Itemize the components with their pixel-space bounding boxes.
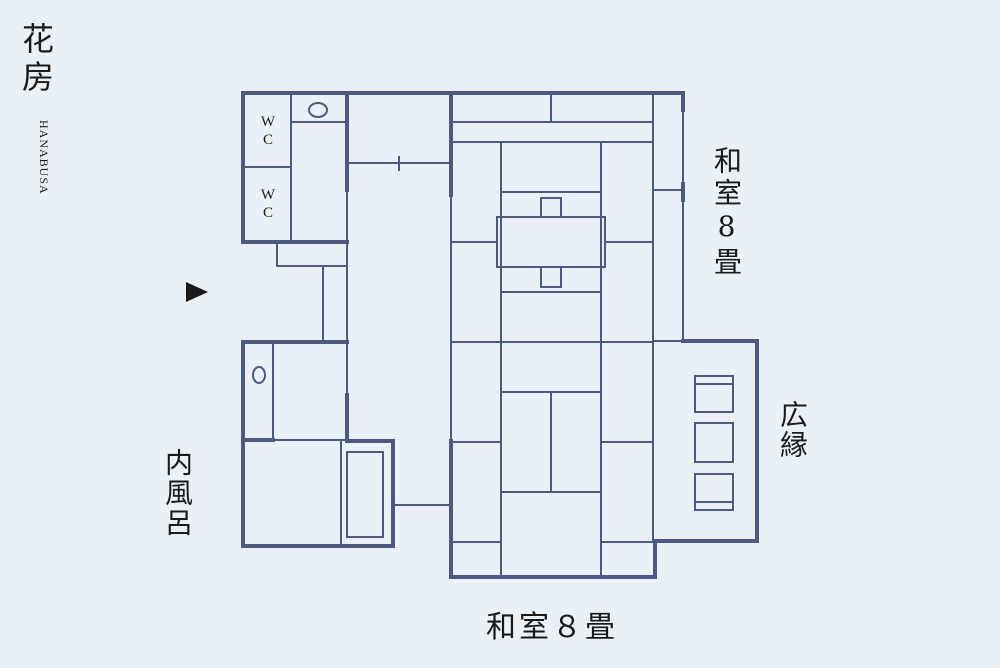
room-label-washitsu-right: 和室8畳 — [710, 146, 743, 279]
outer-walls — [241, 91, 759, 579]
room-label-hiroen: 広縁 — [776, 400, 809, 460]
room-label-uchiburo: 内風呂 — [161, 448, 194, 538]
property-romanized: HANABUSA — [37, 120, 51, 195]
interior-lines — [242, 92, 734, 578]
room-label-washitsu-bottom: 和室８畳 — [486, 610, 618, 645]
property-name: 花房 — [17, 22, 55, 98]
entrance-arrow-icon — [186, 282, 208, 302]
toilet-fixture — [308, 102, 328, 118]
sink-fixture — [252, 366, 266, 384]
